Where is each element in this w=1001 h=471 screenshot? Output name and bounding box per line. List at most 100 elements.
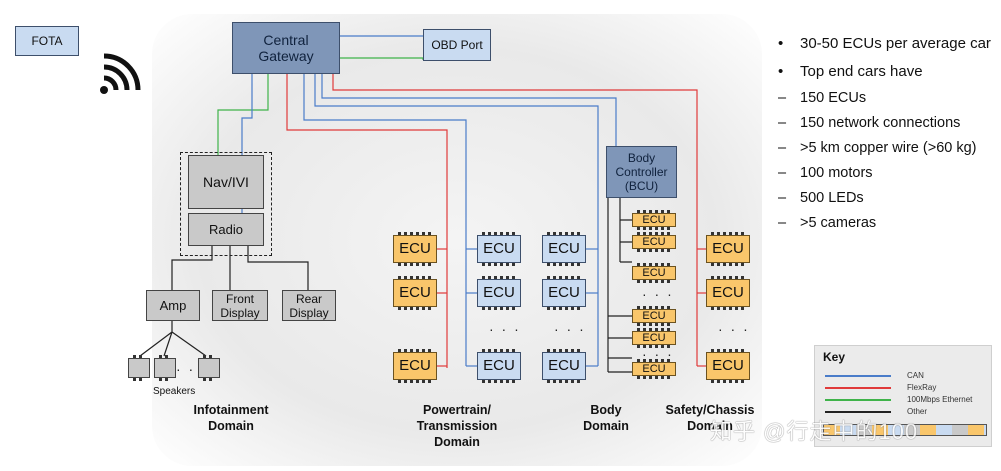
legend-line-flexray [825,387,891,389]
legend-line-other [825,411,891,413]
speaker-3 [198,355,220,381]
amp-box: Amp [146,290,200,321]
safety-ecu-1: ECU [706,232,750,266]
front-display-box: Front Display [212,290,268,321]
infotainment-domain-label: Infotainment Domain [193,403,269,433]
body-ellipsis: · · · [554,321,586,337]
legend-title: Key [823,350,846,364]
ecu-label: ECU [642,236,666,248]
bcu-ecu-3: ECU [632,263,676,283]
wire-amp-speakers [139,321,207,357]
fota-label: FOTA [31,34,63,48]
powertrain-ecu-1: ECU [393,232,437,266]
ecu-label: ECU [642,214,666,226]
body-controller-label: Body Controller (BCU) [615,151,668,193]
radio-box: Radio [188,213,264,246]
safety-ellipsis: · · · [718,321,750,337]
fact-subitem: >5 km copper wire (>60 kg) [778,140,1000,157]
ecu-label: ECU [642,267,666,279]
infotainment-head-unit-group [180,152,272,256]
rear-display-box: Rear Display [282,290,336,321]
wire-gw-safety-flexray [332,74,698,366]
legend-text-can: CAN [907,371,924,380]
central-gateway-label: Central Gateway [258,32,314,64]
front-display-label: Front Display [220,291,260,320]
bcu-ecu-5: ECU [632,328,676,348]
ecu-label: ECU [483,284,515,301]
wire-gw-body-can [314,74,599,366]
obd-port-box: OBD Port [423,29,491,61]
fact-bullet: 30-50 ECUs per average car [778,34,1000,53]
nav-ivi-box: Nav/IVI [188,155,264,209]
fact-subitem: 150 ECUs [778,90,1000,107]
ecu-label: ECU [642,332,666,344]
powertrain-domain-label: Powertrain/ Transmission Domain [416,403,498,449]
bcu-ellipsis-1: · · · [642,286,674,302]
ecu-label: ECU [548,284,580,301]
wire-gw-powertrain-flexray [286,74,448,368]
ecu-label: ECU [712,240,744,257]
wire-gw-nav-eth [217,74,269,155]
legend-text-ethernet: 100Mbps Ethernet [907,395,973,404]
legend-key: Key CAN FlexRay 100Mbps Ethernet Other [814,345,992,447]
body-ecu-3: ECU [542,349,586,383]
speakers-label: Speakers [153,386,196,397]
transmission-ecu-3: ECU [477,349,521,383]
bcu-ecu-2: ECU [632,232,676,252]
safety-ecu-3: ECU [706,349,750,383]
legend-swatch-row [823,424,987,436]
wire-radio-rear [247,246,309,290]
legend-text-other: Other [907,407,928,416]
bcu-ellipsis-2: · · · [642,346,674,362]
legend-line-can [825,375,891,377]
fact-subitem: 500 LEDs [778,190,1000,207]
central-gateway-box: Central Gateway [232,22,340,74]
ecu-label: ECU [483,357,515,374]
ecu-label: ECU [399,240,431,257]
ecu-label: ECU [712,284,744,301]
ecu-label: ECU [548,240,580,257]
powertrain-ecu-2: ECU [393,276,437,310]
speaker-2 [154,355,176,381]
body-ecu-2: ECU [542,276,586,310]
body-ecu-1: ECU [542,232,586,266]
ecu-label: ECU [642,363,666,375]
facts-list: 30-50 ECUs per average carTop end cars h… [778,34,1000,240]
watermark: 知乎 @行走中的100 [710,419,919,444]
obd-port-label: OBD Port [431,38,483,52]
safety-ecu-2: ECU [706,276,750,310]
legend-text-flexray: FlexRay [907,383,937,392]
rear-display-label: Rear Display [289,291,329,320]
speaker-1 [128,355,150,381]
ecu-label: ECU [483,240,515,257]
bcu-ecu-4: ECU [632,306,676,326]
bcu-ecu-6: ECU [632,359,676,379]
ecu-label: ECU [712,357,744,374]
powertrain-ecu-3: ECU [393,349,437,383]
ecu-label: ECU [399,284,431,301]
radio-label: Radio [209,221,243,237]
fota-box: FOTA [15,26,79,56]
wire-gw-powertrain-can [303,74,467,366]
transmission-ecu-1: ECU [477,232,521,266]
legend-line-ethernet [825,399,891,401]
amp-label: Amp [159,297,187,313]
nav-ivi-label: Nav/IVI [203,174,249,190]
body-controller-box: Body Controller (BCU) [606,146,677,198]
wire-gw-bcu-can [321,74,617,146]
wire-radio-amp [171,246,213,290]
ecu-label: ECU [399,357,431,374]
fact-bullet: Top end cars have [778,62,1000,81]
wireless-icon [100,53,141,94]
bcu-ecu-1: ECU [632,210,676,230]
body-domain-label: Body Domain [583,403,629,433]
transmission-ecu-2: ECU [477,276,521,310]
ecu-label: ECU [642,310,666,322]
wire-gw-obd-eth [340,57,424,60]
transmission-ellipsis: · · · [489,321,521,337]
ecu-label: ECU [548,357,580,374]
fact-subitem: 150 network connections [778,115,1000,132]
safety-domain-label: Safety/Chassis Domain [665,403,755,433]
fact-subitem: >5 cameras [778,215,1000,232]
